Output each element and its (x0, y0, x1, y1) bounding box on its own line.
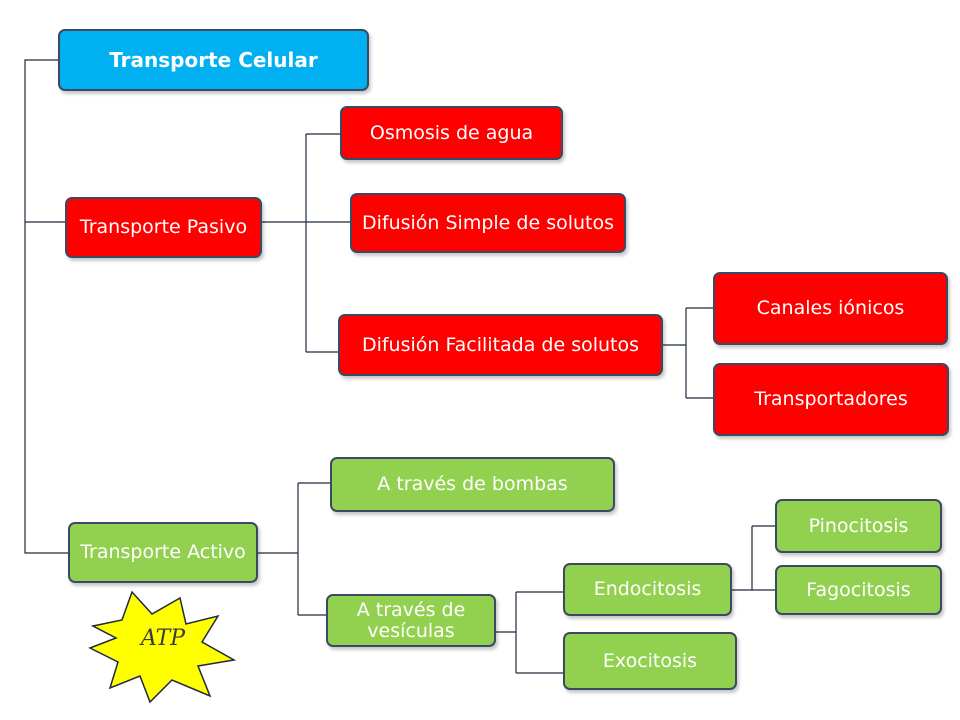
connector-root (24, 59, 68, 554)
bombas-node: A través de bombas (330, 457, 615, 512)
exocitosis-node: Exocitosis (563, 632, 737, 690)
connector-facilitada (662, 307, 713, 399)
connector-endocitosis (732, 525, 775, 591)
atp-burst-shape (88, 590, 237, 704)
endocitosis-label: Endocitosis (593, 578, 702, 601)
vesiculas-node: A través de vesículas (326, 594, 496, 647)
transportadores-label: Transportadores (754, 388, 908, 411)
pasivo-node: Transporte Pasivo (65, 197, 262, 258)
root-node: Transporte Celular (58, 29, 369, 91)
pinocitosis-node: Pinocitosis (775, 499, 942, 553)
connector-pasivo (262, 133, 350, 353)
activo-label: Transporte Activo (80, 541, 246, 564)
difusion-simple-node: Difusión Simple de solutos (350, 193, 626, 253)
difusion-facilitada-node: Difusión Facilitada de solutos (338, 314, 663, 376)
pinocitosis-label: Pinocitosis (808, 514, 909, 537)
transportadores-node: Transportadores (713, 363, 949, 436)
canales-ionicos-node: Canales iónicos (713, 272, 948, 345)
fagocitosis-node: Fagocitosis (775, 565, 942, 615)
osmosis-node: Osmosis de agua (340, 106, 563, 160)
connector-vesiculas (496, 591, 563, 674)
atp-burst-icon (88, 590, 237, 704)
fagocitosis-label: Fagocitosis (806, 578, 911, 601)
difusion-simple-label: Difusión Simple de solutos (361, 211, 615, 234)
difusion-facilitada-label: Difusión Facilitada de solutos (361, 333, 640, 356)
pasivo-label: Transporte Pasivo (79, 216, 248, 239)
activo-node: Transporte Activo (68, 522, 258, 583)
vesiculas-label: A través de vesículas (356, 598, 466, 642)
osmosis-label: Osmosis de agua (369, 121, 534, 144)
endocitosis-node: Endocitosis (563, 563, 732, 616)
connector-activo (258, 482, 330, 616)
exocitosis-label: Exocitosis (602, 649, 698, 672)
root-label: Transporte Celular (109, 48, 318, 72)
bombas-label: A través de bombas (377, 473, 568, 496)
atp-label: ATP (140, 626, 186, 651)
canales-ionicos-label: Canales iónicos (756, 297, 905, 320)
